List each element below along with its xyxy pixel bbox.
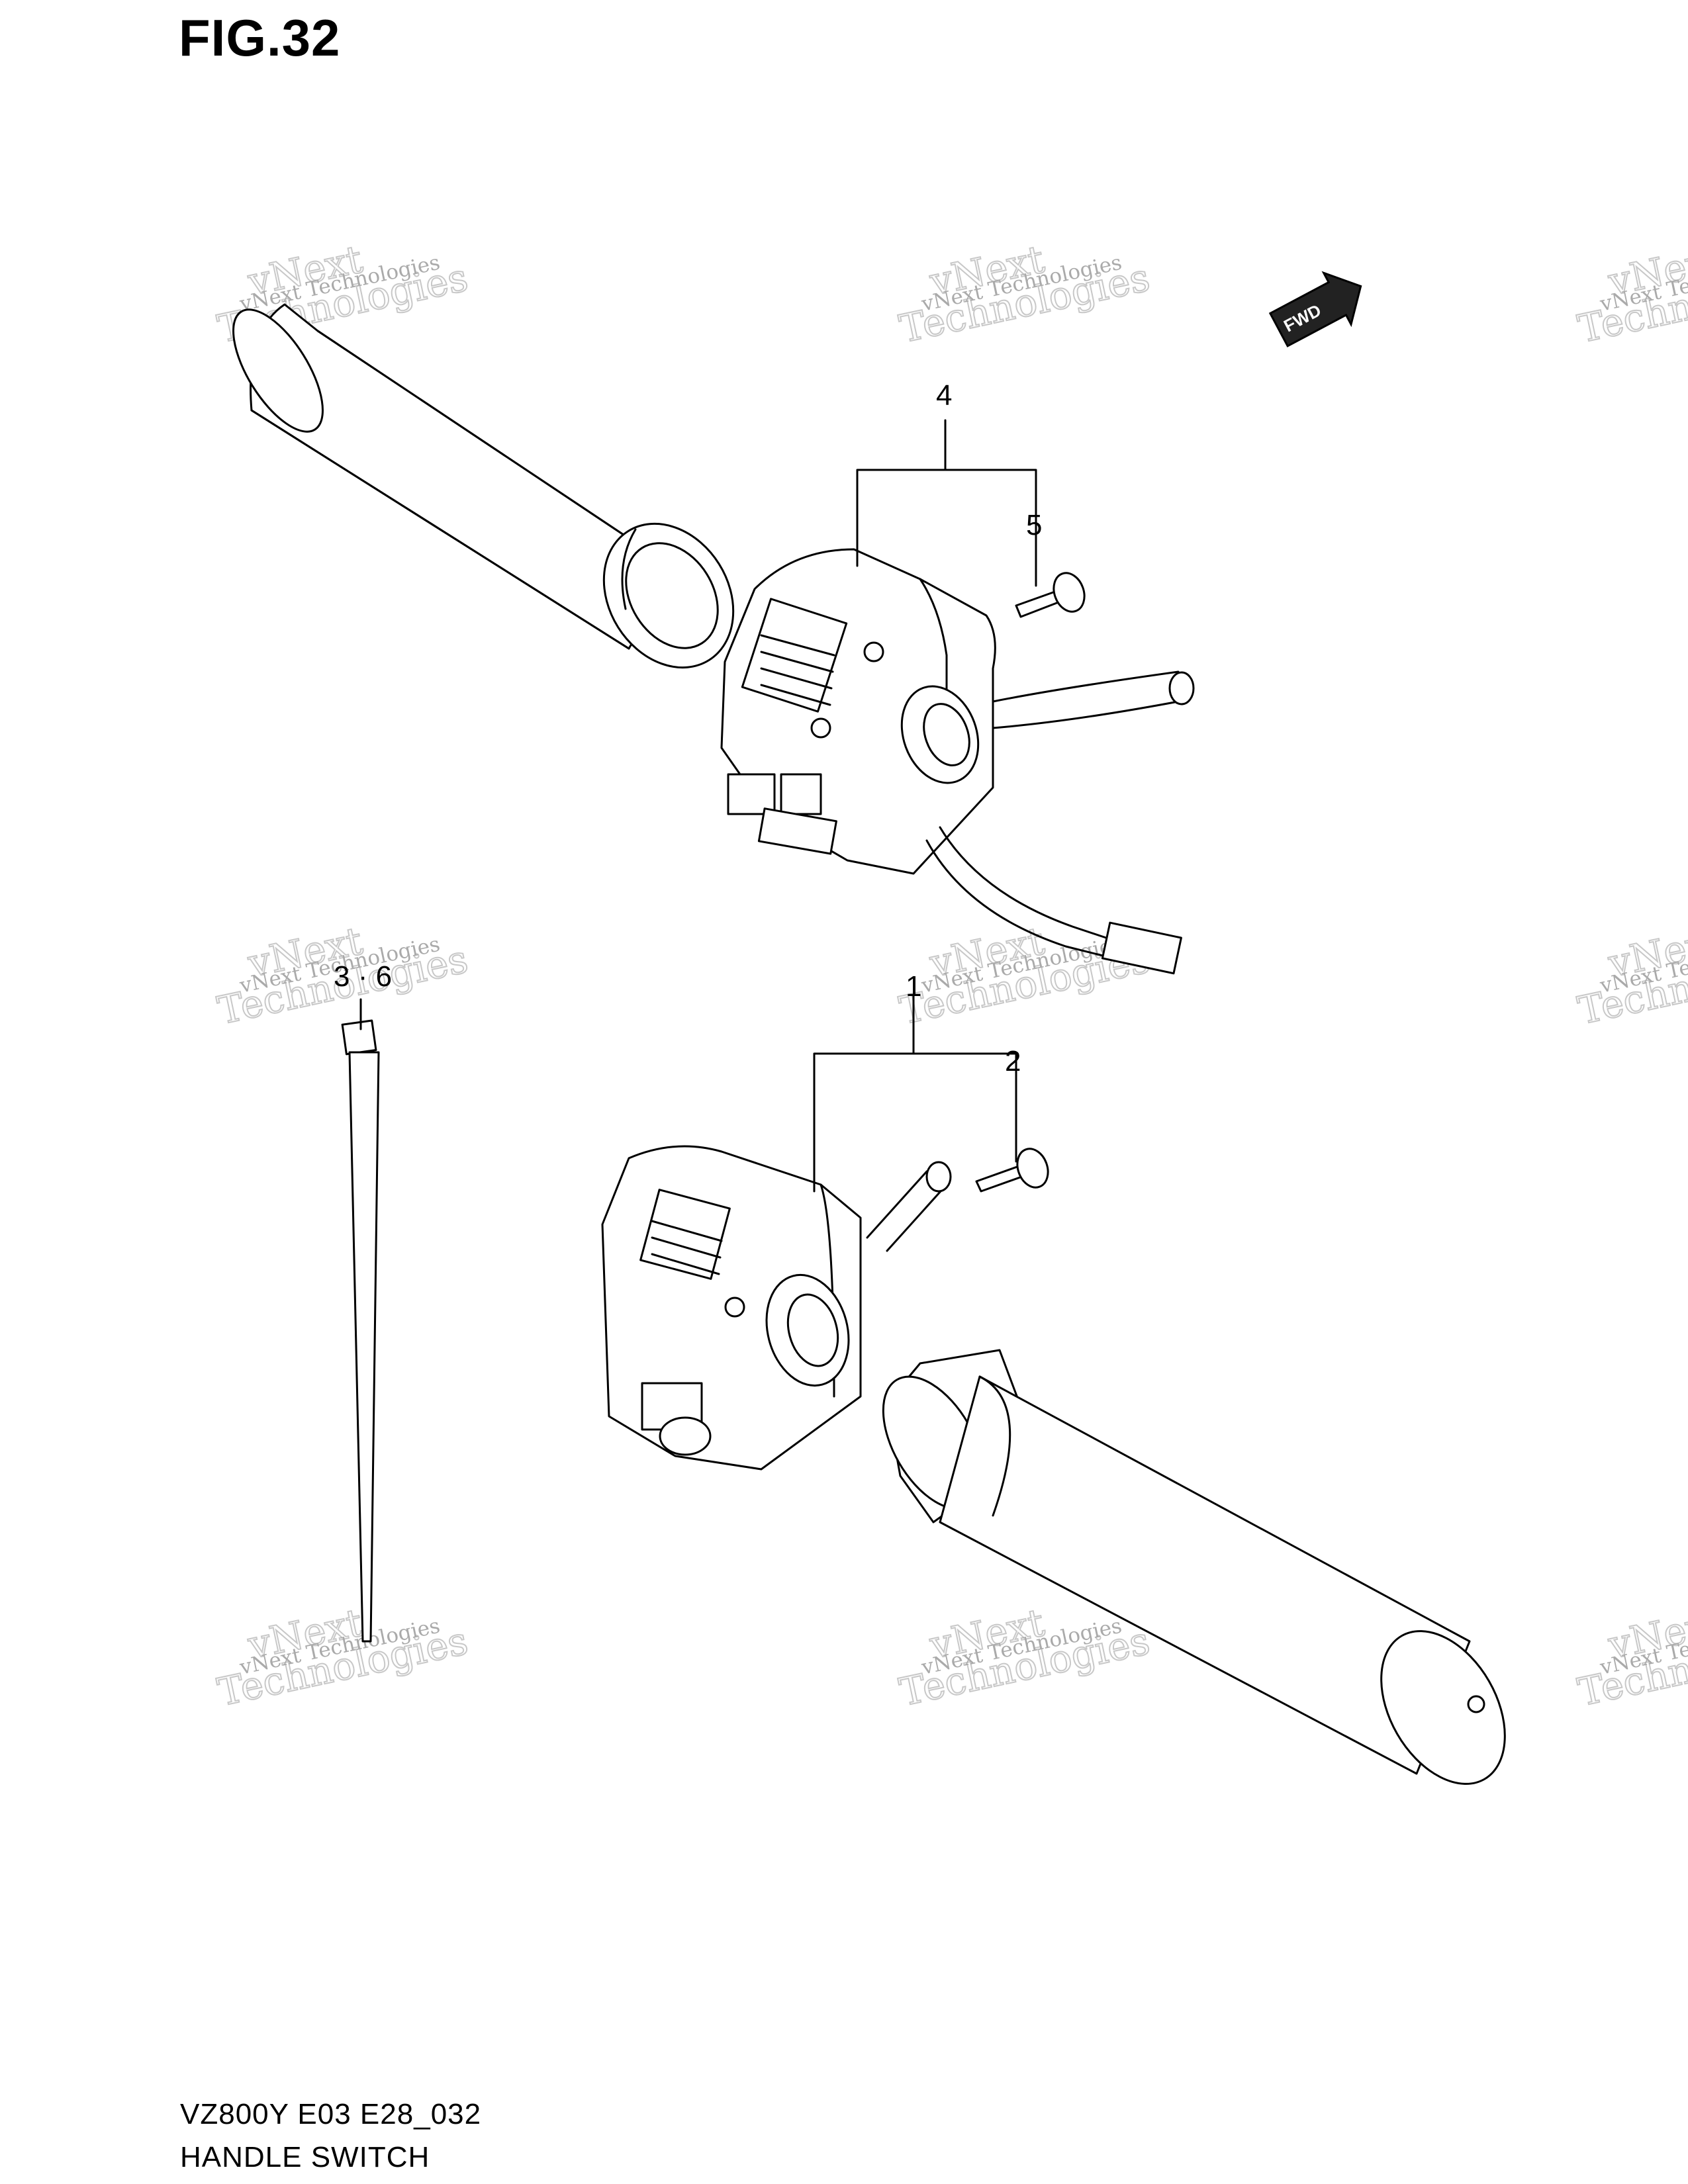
horn-button [780, 773, 822, 815]
switch-knob [724, 1297, 745, 1318]
grip-end-cap [1380, 1630, 1506, 1785]
dimmer-switch [741, 598, 848, 713]
callout-1: 1 [906, 970, 921, 1003]
fwd-arrow-icon [1268, 271, 1362, 347]
callout-5: 5 [1026, 509, 1042, 541]
callout-3-6: 3 · 6 [334, 960, 392, 993]
watermark: vNext Technologies vNext Technologies [1573, 236, 1688, 352]
choke-lever [757, 807, 837, 855]
wire-end [1168, 671, 1195, 705]
watermark: vNext Technologies vNext Technologies [213, 1599, 473, 1715]
figure-title: FIG.32 [179, 9, 341, 67]
switch-wire [992, 670, 1180, 703]
housing-bore [765, 1273, 850, 1387]
left-handle-switch-assembly [720, 548, 996, 875]
switch-knob [863, 641, 884, 662]
right-throttle-grip [882, 1349, 1506, 1785]
turn-signal-switch [727, 773, 776, 815]
cable-tie-strap [348, 1051, 380, 1643]
watermark: vNext Technologies vNext Technologies [895, 236, 1154, 352]
cable-tie-part-3-6 [341, 1019, 380, 1643]
switch-knob [810, 717, 831, 739]
watermark: vNext Technologies vNext Technologies [1573, 917, 1688, 1034]
watermark: vNext Technologies vNext Technologies [895, 1599, 1154, 1715]
cable-tie-head [341, 1019, 377, 1056]
left-handlebar-grip [232, 303, 735, 669]
grip-bore [625, 542, 719, 649]
right-handle-switch-assembly [601, 1145, 862, 1471]
section-title: HANDLE SWITCH [180, 2141, 430, 2173]
watermark: vNext Technologies vNext Technologies [1573, 1599, 1688, 1715]
fwd-direction-badge: FWD [1268, 271, 1362, 347]
starter-knob [659, 1416, 712, 1456]
watermark: vNext Technologies vNext Technologies [895, 917, 1154, 1034]
housing-bore [900, 685, 980, 784]
diagram-code: VZ800Y E03 E28_032 [180, 2098, 482, 2130]
leader-part-4 [856, 419, 1037, 587]
screw-part-5 [1015, 572, 1086, 618]
callout-leaders [359, 419, 1037, 1193]
wire-end [925, 1161, 952, 1193]
leader-part-1 [813, 995, 1017, 1193]
wire-connector [1101, 921, 1182, 975]
callout-4: 4 [936, 379, 952, 412]
callout-2: 2 [1005, 1045, 1021, 1077]
screw-part-2 [975, 1148, 1049, 1193]
